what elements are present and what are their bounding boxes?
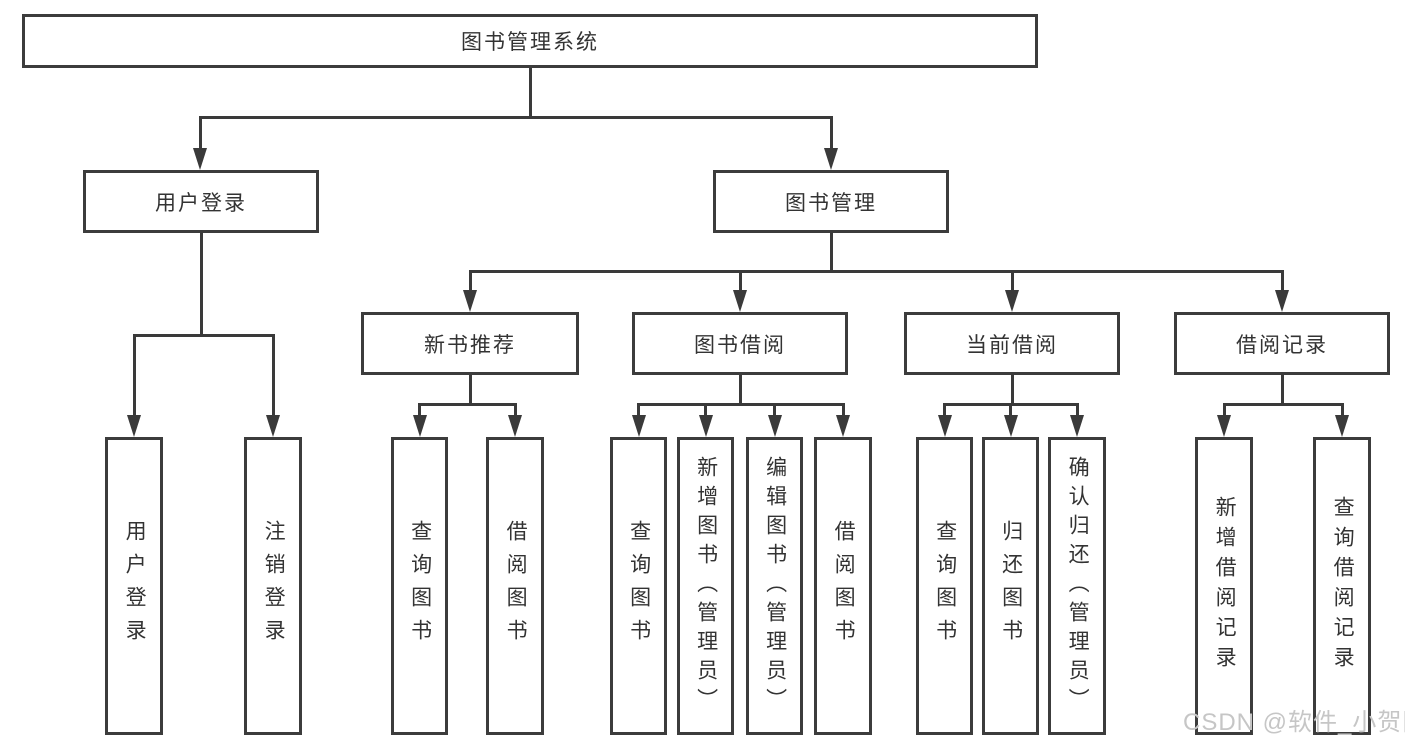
leaf-borrow-books-borrowing: 借阅图书 [814, 437, 872, 735]
connector-line [738, 270, 742, 292]
arrow-down-icon [1275, 290, 1289, 312]
connector-line [1280, 270, 1284, 292]
arrow-down-icon [463, 290, 477, 312]
leaf-query-books-borrowing: 查询图书 [610, 437, 667, 735]
leaf-add-borrow-record-label: 新增借阅记录 [1213, 496, 1237, 676]
connector-line [468, 270, 472, 292]
leaf-confirm-return-admin: 确认归还（管理员） [1048, 437, 1106, 735]
leaf-user-login: 用户登录 [105, 437, 163, 735]
node-current-borrowing-label: 当前借阅 [966, 333, 1058, 357]
arrow-down-icon [1005, 290, 1019, 312]
node-current-borrowing: 当前借阅 [904, 312, 1120, 375]
node-new-book-recommend-label: 新书推荐 [424, 333, 516, 357]
leaf-query-books-current: 查询图书 [916, 437, 973, 735]
node-new-book-recommend: 新书推荐 [361, 312, 579, 375]
connector-line [1009, 403, 1012, 417]
leaf-user-login-label: 用户登录 [123, 520, 147, 652]
leaf-borrow-books-recommend: 借阅图书 [486, 437, 544, 735]
connector-line [1075, 403, 1079, 417]
connector-line [1280, 375, 1284, 405]
node-book-borrowing: 图书借阅 [632, 312, 848, 375]
arrow-down-icon [733, 290, 747, 312]
connector-line [1010, 375, 1014, 405]
arrow-down-icon [127, 415, 141, 437]
connector-line [1340, 403, 1344, 417]
leaf-query-borrow-record-label: 查询借阅记录 [1331, 496, 1355, 676]
connector-line [132, 334, 136, 419]
connector-line [637, 403, 844, 406]
arrow-down-icon [412, 415, 427, 437]
connector-line [468, 375, 472, 405]
connector-line [943, 403, 946, 417]
node-book-borrowing-label: 图书借阅 [694, 333, 786, 357]
leaf-query-borrow-record: 查询借阅记录 [1313, 437, 1371, 735]
connector-line [841, 403, 845, 417]
connector-line [198, 116, 833, 119]
leaf-edit-books-admin-label: 编辑图书（管理员） [763, 455, 787, 717]
arrow-down-icon [767, 415, 782, 437]
arrow-down-icon [266, 415, 280, 437]
arrow-down-icon [937, 415, 952, 437]
leaf-query-books-recommend: 查询图书 [391, 437, 448, 735]
connector-line [637, 403, 640, 417]
connector-line [829, 233, 833, 273]
connector-line [1010, 270, 1014, 292]
leaf-return-books-label: 归还图书 [999, 520, 1023, 652]
arrow-down-icon [508, 415, 522, 437]
leaf-add-books-admin: 新增图书（管理员） [677, 437, 734, 735]
connector-line [199, 233, 203, 336]
connector-line [704, 403, 707, 417]
connector-line [1222, 403, 1226, 417]
leaf-add-borrow-record: 新增借阅记录 [1195, 437, 1253, 735]
arrow-down-icon [698, 415, 713, 437]
leaf-add-books-admin-label: 新增图书（管理员） [694, 455, 718, 717]
node-book-management: 图书管理 [713, 170, 949, 233]
connector-line [773, 403, 776, 417]
connector-line [418, 403, 421, 417]
connector-line [1222, 403, 1344, 406]
leaf-edit-books-admin: 编辑图书（管理员） [746, 437, 803, 735]
node-user-login: 用户登录 [83, 170, 319, 233]
connector-line [468, 270, 1284, 273]
arrow-down-icon [824, 148, 838, 170]
leaf-return-books: 归还图书 [982, 437, 1039, 735]
connector-line [738, 375, 742, 405]
arrow-down-icon [1217, 415, 1231, 437]
leaf-logout-label: 注销登录 [262, 520, 286, 652]
leaf-query-books-borrowing-label: 查询图书 [627, 520, 651, 652]
arrow-down-icon [193, 148, 207, 170]
leaf-query-books-recommend-label: 查询图书 [408, 520, 432, 652]
connector-line [271, 334, 275, 419]
leaf-query-books-current-label: 查询图书 [933, 520, 957, 652]
connector-line [418, 403, 517, 406]
csdn-watermark: CSDN @软件_小贺同学 [1183, 709, 1405, 736]
connector-line [198, 116, 202, 152]
connector-line [132, 334, 275, 337]
connector-line [528, 68, 532, 118]
arrow-down-icon [1003, 415, 1018, 437]
leaf-logout: 注销登录 [244, 437, 302, 735]
connector-line [513, 403, 517, 417]
node-root: 图书管理系统 [22, 14, 1038, 68]
node-borrowing-records: 借阅记录 [1174, 312, 1390, 375]
arrow-down-icon [1070, 415, 1084, 437]
node-book-management-label: 图书管理 [785, 191, 877, 215]
node-root-label: 图书管理系统 [461, 31, 599, 54]
connector-line [829, 116, 833, 152]
arrow-down-icon [836, 415, 850, 437]
arrow-down-icon [1335, 415, 1349, 437]
leaf-borrow-books-borrowing-label: 借阅图书 [832, 520, 856, 652]
arrow-down-icon [631, 415, 646, 437]
node-borrowing-records-label: 借阅记录 [1236, 333, 1328, 357]
node-user-login-label: 用户登录 [155, 191, 247, 215]
leaf-confirm-return-admin-label: 确认归还（管理员） [1066, 455, 1090, 717]
leaf-borrow-books-recommend-label: 借阅图书 [504, 520, 528, 652]
